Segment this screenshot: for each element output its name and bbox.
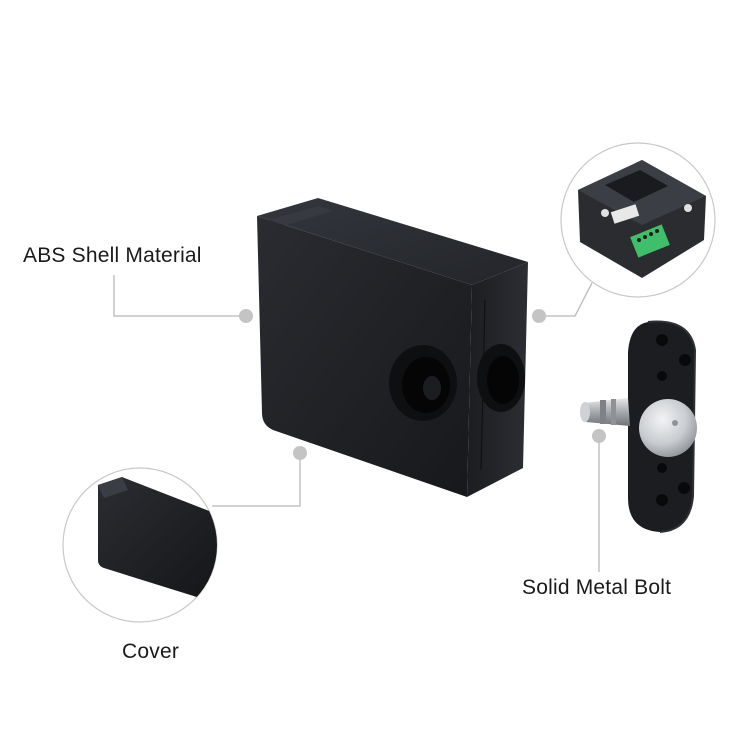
callout-dot-controller [532, 309, 546, 323]
cover-piece [98, 477, 217, 599]
callout-line-shell [113, 275, 245, 317]
callout-dot-shell [239, 309, 253, 323]
lock-hole-right [477, 344, 525, 412]
metal-bolt [580, 320, 697, 533]
lock-body [257, 198, 528, 497]
terminal-block [630, 224, 670, 258]
callout-lines [113, 275, 600, 572]
callout-dot-bolt [592, 429, 606, 443]
cover-inset [62, 467, 218, 623]
label-solid-metal-bolt: Solid Metal Bolt [522, 576, 672, 599]
callout-line-cover [212, 455, 301, 507]
lock-hole-left [389, 345, 457, 421]
label-cover: Cover [122, 640, 180, 663]
controller-inset [560, 142, 716, 298]
label-abs-shell-material: ABS Shell Material [23, 244, 202, 267]
callout-line-controller [540, 282, 593, 317]
callout-dots [239, 309, 606, 460]
callout-dot-cover [293, 446, 307, 460]
